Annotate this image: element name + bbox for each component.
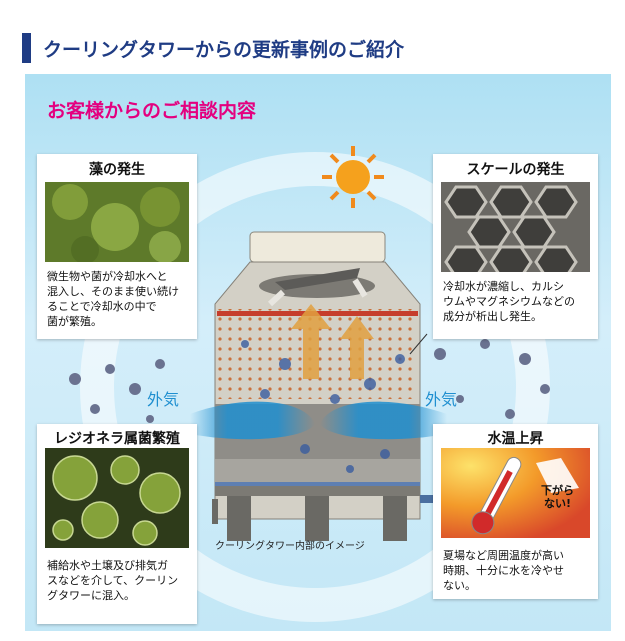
bacteria-right-icon <box>434 339 550 419</box>
algae-card: 藻の発生 微生物や菌が冷却水へと 混入し、そのまま使い続け ることで冷却水の中で… <box>37 154 197 339</box>
scale-card-text: 冷却水が濃縮し、カルシ ウムやマグネシウムなどの 成分が析出し発生。 <box>443 280 575 323</box>
bacteria-left-icon <box>69 359 165 433</box>
scale-card-title: スケールの発生 <box>466 162 565 178</box>
thermometer-icon <box>441 448 590 538</box>
legionella-photo <box>45 448 189 548</box>
outside-air-label-right: 外気 <box>425 390 458 409</box>
tower-caption: クーリングタワー内部のイメージ <box>215 541 365 552</box>
sun-icon <box>322 146 384 208</box>
page-title: クーリングタワーからの更新事例のご紹介 <box>43 38 405 61</box>
legionella-card-text: 補給水や土壌及び排気ガ スなどを介して、クーリン グタワーに混入。 <box>47 559 179 602</box>
header: クーリングタワーからの更新事例のご紹介 <box>22 33 404 63</box>
water-temp-card: 水温上昇 下がら ない! 夏場など周囲温度が高い 時期、十分に <box>433 424 598 599</box>
water-temp-card-title: 水温上昇 <box>487 431 544 447</box>
water-temp-card-text: 夏場など周囲温度が高い 時期、十分に水を冷やせ ない。 <box>443 549 564 592</box>
scale-photo <box>441 182 590 272</box>
not-going-down-badge: 下がら ない! <box>541 484 574 510</box>
cooling-tower-illustration <box>190 231 450 541</box>
consultation-heading: お客様からのご相談内容 <box>47 100 257 122</box>
scale-card: スケールの発生 冷却水が濃縮し、カルシ ウムやマグネシウムなどの 成分が析出し発… <box>433 154 598 339</box>
header-accent-bar <box>22 33 31 63</box>
illustration-panel: お客様からのご相談内容 <box>25 74 611 631</box>
algae-card-title: 藻の発生 <box>89 162 145 178</box>
outside-air-label-left: 外気 <box>147 390 180 409</box>
algae-card-text: 微生物や菌が冷却水へと 混入し、そのまま使い続け ることで冷却水の中で 菌が繁殖… <box>47 270 179 328</box>
legionella-card-title: レジオネラ属菌繁殖 <box>54 431 180 447</box>
algae-photo <box>45 182 189 262</box>
legionella-card: レジオネラ属菌繁殖 補給水や土壌及び排気ガ スなどを介して、クーリン グタワーに… <box>37 424 197 624</box>
